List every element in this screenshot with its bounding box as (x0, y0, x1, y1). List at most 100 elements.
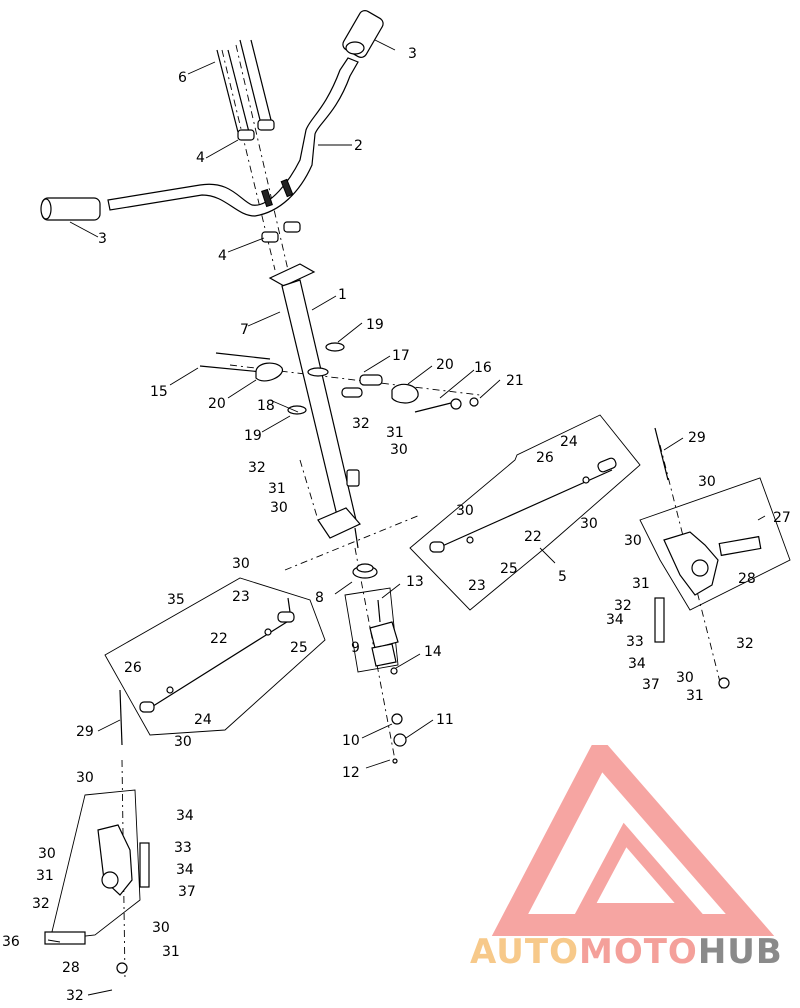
tie-rod-left (139, 597, 295, 713)
callout-30: 30 (456, 503, 474, 519)
callout-31: 31 (686, 688, 704, 704)
callout-4: 4 (218, 248, 227, 264)
logo-moto: MOTO (579, 932, 698, 972)
callout-1: 1 (338, 287, 347, 303)
callout-3: 3 (98, 231, 107, 247)
callout-30: 30 (624, 533, 642, 549)
callout-17: 17 (392, 348, 410, 364)
knuckle-left (44, 689, 150, 974)
callout-23: 23 (232, 589, 250, 605)
callout-32: 32 (32, 896, 50, 912)
logo-auto: AUTO (470, 932, 579, 972)
callout-35: 35 (167, 592, 185, 608)
lower-bearing-parts (352, 563, 407, 764)
callout-11: 11 (436, 712, 454, 728)
callout-30: 30 (390, 442, 408, 458)
automotohub-logo: AUTOMOTOHUB (470, 745, 783, 972)
callout-37: 37 (642, 677, 660, 693)
leader-lines (47, 39, 766, 996)
handlebar (107, 57, 359, 217)
callout-30: 30 (232, 556, 250, 572)
knuckle-frame-right (639, 477, 791, 611)
knuckle-frame-left (49, 789, 141, 941)
tie-rod-assembly-frame-right (409, 414, 641, 611)
callout-26: 26 (124, 660, 142, 676)
callout-16: 16 (474, 360, 492, 376)
callout-32: 32 (352, 416, 370, 432)
callout-30: 30 (580, 516, 598, 532)
callout-29: 29 (688, 430, 706, 446)
callout-2: 2 (354, 138, 363, 154)
callout-34: 34 (176, 808, 194, 824)
center-lines (121, 44, 723, 981)
svg-text:AUTOMOTOHUB: AUTOMOTOHUB (470, 932, 783, 972)
callout-37: 37 (178, 884, 196, 900)
callout-28: 28 (738, 571, 756, 587)
knuckle-right (654, 427, 762, 689)
logo-triangle-icon (491, 745, 775, 936)
callout-28: 28 (62, 960, 80, 976)
tie-rod-assembly-frame-left (104, 577, 326, 736)
callout-34: 34 (176, 862, 194, 878)
callout-29: 29 (76, 724, 94, 740)
callout-30: 30 (676, 670, 694, 686)
callout-18: 18 (257, 398, 275, 414)
callout-33: 33 (174, 840, 192, 856)
callout-30: 30 (76, 770, 94, 786)
callout-34: 34 (606, 612, 624, 628)
callout-3: 3 (408, 46, 417, 62)
callout-31: 31 (632, 576, 650, 592)
callout-23: 23 (468, 578, 486, 594)
callout-6: 6 (178, 70, 187, 86)
callout-22: 22 (524, 529, 542, 545)
callout-5: 5 (558, 569, 567, 585)
callout-30: 30 (698, 474, 716, 490)
callout-4: 4 (196, 150, 205, 166)
callout-34: 34 (628, 656, 646, 672)
callout-26: 26 (536, 450, 554, 466)
callout-25: 25 (290, 640, 308, 656)
callout-15: 15 (150, 384, 168, 400)
handlebar-bolts (216, 39, 274, 141)
callout-32: 32 (614, 598, 632, 614)
callout-21: 21 (506, 373, 524, 389)
callout-33: 33 (626, 634, 644, 650)
callout-32: 32 (736, 636, 754, 652)
callout-10: 10 (342, 733, 360, 749)
tie-rod-right (429, 457, 617, 553)
callout-20: 20 (208, 396, 226, 412)
callout-30: 30 (270, 500, 288, 516)
callout-24: 24 (194, 712, 212, 728)
grip-left (40, 197, 101, 221)
grip-right (342, 10, 384, 58)
callout-30: 30 (174, 734, 192, 750)
callout-14: 14 (424, 644, 442, 660)
callout-24: 24 (560, 434, 578, 450)
callout-31: 31 (268, 481, 286, 497)
callout-32: 32 (66, 988, 84, 1004)
callout-31: 31 (162, 944, 180, 960)
bearing-frame-center (344, 587, 399, 673)
callout-13: 13 (406, 574, 424, 590)
callout-31: 31 (386, 425, 404, 441)
logo-hub: HUB (698, 932, 783, 972)
callout-9: 9 (351, 640, 360, 656)
callout-20: 20 (436, 357, 454, 373)
callout-32: 32 (248, 460, 266, 476)
callout-25: 25 (500, 561, 518, 577)
callout-30: 30 (38, 846, 56, 862)
column-support-assembly (199, 342, 479, 415)
callout-30: 30 (152, 920, 170, 936)
callout-22: 22 (210, 631, 228, 647)
callout-36: 36 (2, 934, 20, 950)
callout-12: 12 (342, 765, 360, 781)
callout-31: 31 (36, 868, 54, 884)
callout-19: 19 (244, 428, 262, 444)
callout-27: 27 (773, 510, 791, 526)
clamps (237, 119, 301, 243)
steering-column (268, 263, 361, 549)
callout-19: 19 (366, 317, 384, 333)
callout-8: 8 (315, 590, 324, 606)
callout-7: 7 (240, 322, 249, 338)
